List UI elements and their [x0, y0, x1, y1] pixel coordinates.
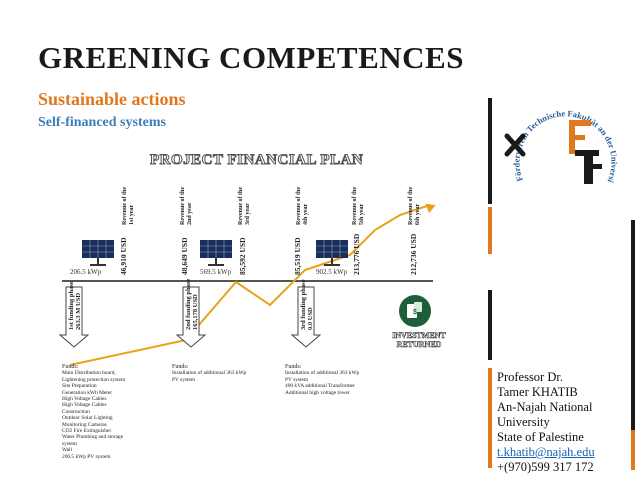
revenue-label-1: Revenue of the 1st year [122, 187, 135, 225]
page-title: GREENING COMPETENCES [38, 40, 464, 75]
funds-title: Funds: [285, 364, 302, 370]
capacity-label-1: 206.5 kWp [70, 268, 102, 276]
phase-3-arrow-icon [290, 286, 322, 348]
funds-item: High Voltage Cables [62, 402, 107, 409]
revenue-trend-line [69, 204, 431, 366]
contact-country: State of Palestine [497, 430, 584, 444]
revenue-amount-1: 46,910 USD [119, 237, 128, 275]
capacity-label-2: 569.5 kWp [200, 268, 232, 276]
plan-title: PROJECT FINANCIAL PLAN [150, 152, 364, 169]
divider-bar-right-orange [631, 430, 635, 470]
solar-panel-icon-1 [82, 240, 114, 266]
divider-bar-black-top [488, 98, 492, 204]
revenue-label-4: Revenue of the 4th year [296, 187, 309, 225]
funds-item: 400 kVA additional Transformer [285, 383, 355, 390]
contact-email-link[interactable]: t.khatib@najah.edu [497, 445, 595, 459]
funds-item: CO2 Fire Extinguisher [62, 428, 112, 435]
funds-list-1: Funds: Main Distribution board, Lighteni… [62, 364, 125, 460]
funds-item: Construction [62, 408, 90, 415]
funds-item: PV system [172, 376, 196, 383]
funds-item: system [62, 440, 77, 447]
solar-panel-icon-2 [200, 240, 232, 266]
funds-title: Funds: [62, 364, 79, 370]
contact-card: Professor Dr. Tamer KHATIB An-Najah Nati… [497, 370, 595, 475]
revenue-amount-4: 85,519 USD [293, 237, 302, 275]
revenue-amount-5: 213,776 USD [352, 233, 361, 275]
logo-ftf-mark [569, 120, 602, 184]
contact-name: Tamer KHATIB [497, 385, 578, 399]
revenue-amount-3: 85,592 USD [238, 237, 247, 275]
funds-title: Funds: [172, 364, 189, 370]
funds-item: PV system [285, 376, 309, 383]
divider-bar-right-black [631, 220, 635, 430]
funds-item: Site Preparation [62, 383, 97, 390]
contact-affiliation-2: University [497, 415, 550, 429]
funds-item: Wall [62, 447, 73, 454]
ftf-logo: Förderverein Technische Fakultät an der … [495, 100, 620, 185]
capacity-label-3: 902.5 kWp [316, 268, 348, 276]
revenue-label-2: Revenue of the 2nd year [180, 187, 193, 225]
revenue-label-6: Revenue of the 6th year [408, 187, 421, 225]
investment-returned-icon: $ [399, 295, 431, 327]
svg-text:$: $ [413, 309, 417, 316]
contact-affiliation: An-Najah National [497, 400, 593, 414]
funds-item: Monitoring Cameras [62, 421, 107, 428]
investment-returned-label: INVESTMENT RETURNED [392, 331, 446, 350]
trend-arrow-icon [425, 203, 436, 214]
funds-item: Outdoor Solar Lighting [62, 415, 113, 422]
revenue-label-3: Revenue of the 3rd year [238, 187, 251, 225]
revenue-label-5: Revenue of the 5th year [352, 187, 365, 225]
divider-bar-orange-top [488, 207, 492, 254]
funds-item: Lightening protection system [62, 376, 126, 383]
logo-cross-icon [504, 133, 526, 157]
funds-item: Water Plumbing and storage [62, 434, 124, 441]
revenue-amount-6: 212,736 USD [409, 233, 418, 275]
contact-phone: +(970)599 317 172 [497, 460, 594, 474]
funds-list-3: Funds: Installation of additional 363 kW… [285, 364, 359, 396]
funds-item: Additional high voltage tower [285, 389, 350, 396]
phase-2-arrow-icon [175, 286, 207, 348]
revenue-amount-2: 48,649 USD [180, 237, 189, 275]
divider-bar-black-middle [488, 290, 492, 360]
funds-item: 206.5 kWp PV system [62, 453, 111, 460]
contact-title: Professor Dr. [497, 370, 563, 384]
phase-1-arrow-icon [58, 286, 90, 348]
page-subtitle-secondary: Self-financed systems [38, 115, 166, 130]
funds-item: Installation of additional 363 kWp [285, 370, 360, 377]
funds-list-2: Funds: Installation of additional 363 kW… [172, 364, 246, 383]
funds-item: Generation kWh Meter [62, 389, 112, 396]
divider-bar-orange-bottom [488, 368, 492, 468]
funds-item: High Voltage Cables [62, 396, 107, 403]
funds-item: Main Distribution board, [62, 370, 116, 377]
solar-panel-icon-3 [316, 240, 348, 266]
funds-item: Installation of additional 363 kWp [172, 370, 247, 377]
page-subtitle: Sustainable actions [38, 89, 186, 109]
